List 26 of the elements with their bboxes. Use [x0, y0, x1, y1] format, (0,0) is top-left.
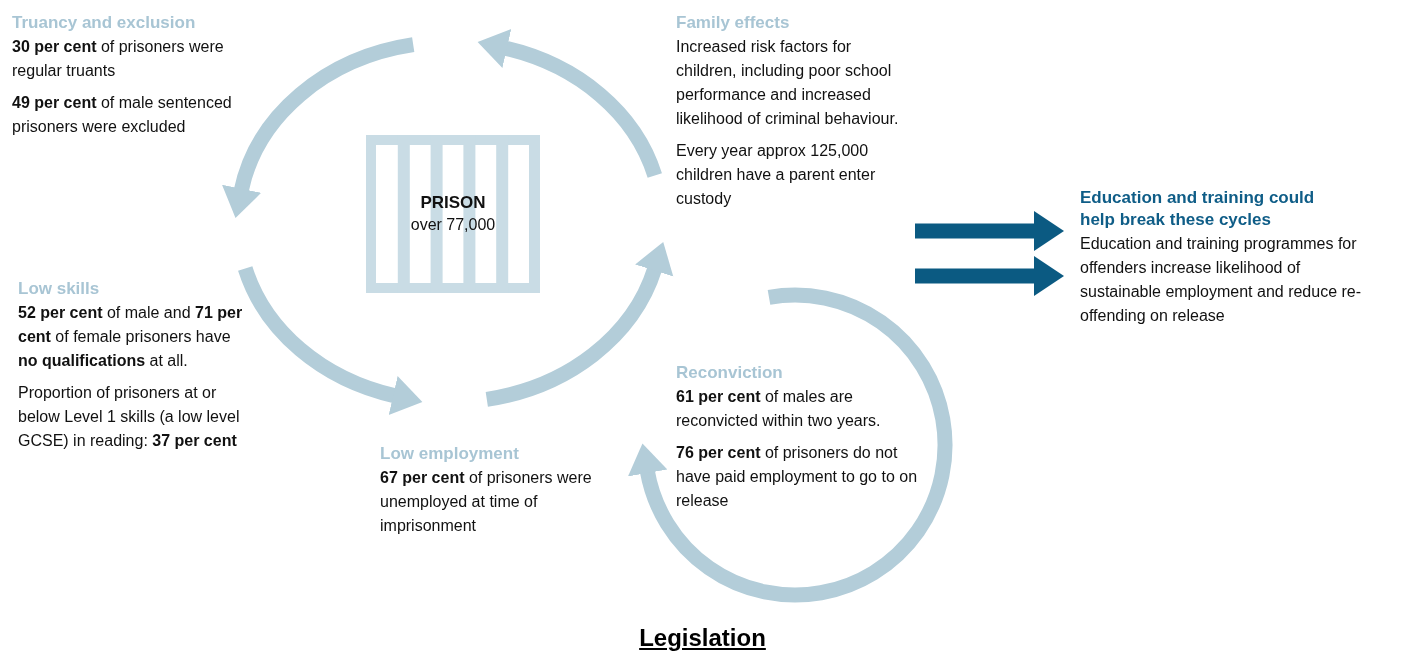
section-heading: Truancy and exclusion — [12, 12, 196, 34]
arrow — [238, 265, 423, 415]
body-text: 49 per cent of male sentenced prisoners were excluded — [12, 93, 233, 137]
section-heading: Education and training could help break these cycles — [1080, 187, 1316, 231]
body-text: 52 per cent of male and 71 per cent of female prisoners have no qualifications at all. — [18, 303, 243, 371]
caption: Legislation — [639, 624, 766, 652]
body-text: Every year approx 125,000 children have a parent enter custody — [676, 141, 877, 209]
body-text: 76 per cent of prisoners do not have paid employment to go to on release — [676, 443, 919, 511]
body-text: 30 per cent of prisoners were regular truants — [12, 37, 225, 81]
body-text: Education and training programmes for offenders increase likelihood of sustainable employment and reduce re-offending on release — [1080, 234, 1363, 326]
section-heading: Low employment — [380, 443, 519, 465]
section-heading: Low skills — [18, 278, 100, 300]
body-text: Proportion of prisoners at or below Level 1 skills (a low level GCSE) in reading: 37 per cent — [18, 383, 241, 451]
arrow — [915, 211, 1064, 251]
body-text: Increased risk factors for children, including poor school performance and increased likelihood of criminal behaviour. — [676, 37, 900, 129]
section-heading: Reconviction — [676, 362, 783, 384]
arrow — [915, 256, 1064, 296]
arrow — [222, 37, 415, 218]
prison-count: over 77,000 — [410, 215, 496, 235]
body-text: 61 per cent of males are reconvicted within two years. — [676, 387, 882, 431]
arrow — [485, 242, 673, 407]
body-text: 67 per cent of prisoners were unemployed at time of imprisonment — [380, 468, 593, 536]
arrow — [477, 29, 662, 179]
section-heading: Family effects — [676, 12, 790, 34]
prison-label: PRISON — [420, 192, 486, 214]
arrow — [628, 287, 953, 603]
